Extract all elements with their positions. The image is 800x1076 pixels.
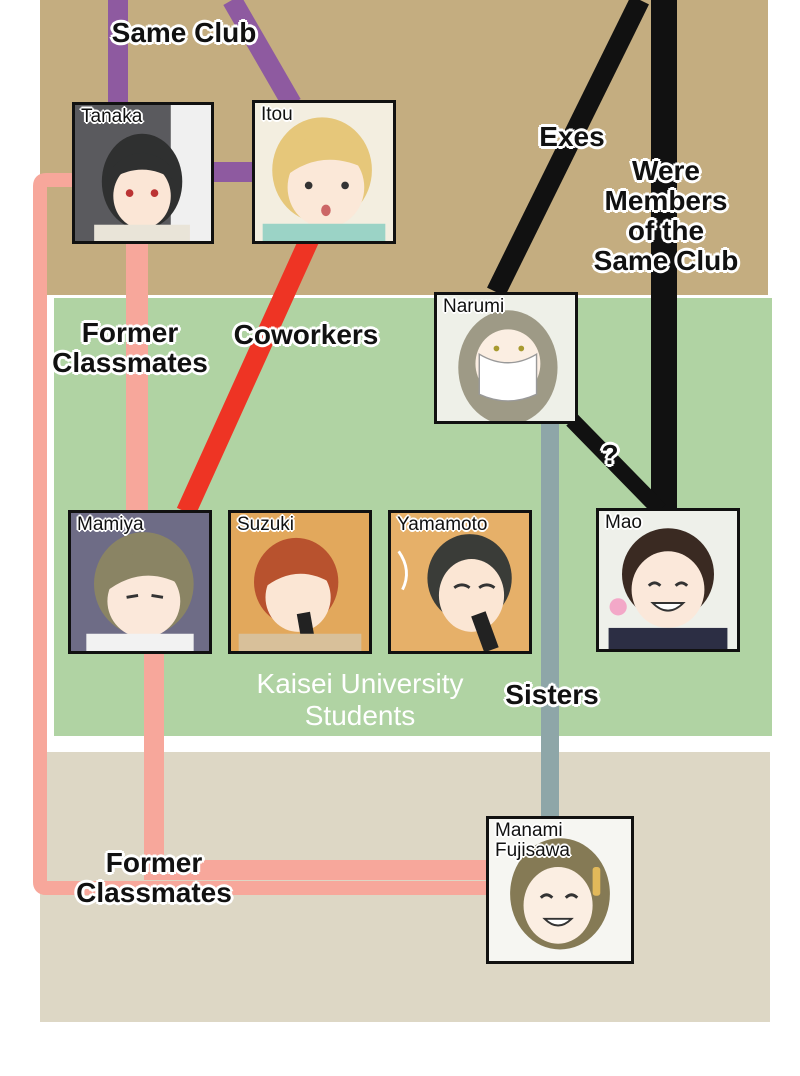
node-suzuki[interactable]: Suzuki [228, 510, 372, 654]
exes-line [487, 0, 649, 297]
label-exes: Exes [539, 121, 605, 152]
suzuki-portrait [231, 513, 369, 651]
node-itou[interactable]: Itou [252, 100, 396, 244]
node-label: Yamamoto [397, 514, 488, 535]
same-club-line-itou [223, 0, 301, 109]
label-unknown: ? [601, 439, 619, 470]
node-label: Mamiya [77, 514, 144, 535]
classmates-line-tanaka-manami [33, 173, 490, 895]
label-sisters: Sisters [505, 679, 599, 710]
itou-portrait [255, 103, 393, 241]
classmates-line-mamiya-manami [144, 652, 490, 880]
node-label: Suzuki [237, 514, 295, 535]
node-yamamoto[interactable]: Yamamoto [388, 510, 532, 654]
node-tanaka[interactable]: Tanaka [72, 102, 214, 244]
label-same-club: Same Club [111, 17, 257, 48]
node-mamiya[interactable]: Mamiya [68, 510, 212, 654]
label-coworkers: Coworkers [233, 319, 379, 350]
label-former-classmates-bottom: Former Classmates [76, 847, 232, 908]
yamamoto-portrait [391, 513, 529, 651]
narumi-portrait [437, 295, 575, 421]
node-label: Mao [605, 512, 642, 533]
label-were-members: Were Members of the Same Club [593, 155, 739, 276]
coworkers-line [176, 233, 320, 517]
node-manami-fujisawa[interactable]: Manami Fujisawa [486, 816, 634, 964]
mamiya-portrait [71, 513, 209, 651]
manami-portrait [489, 819, 631, 961]
mao-portrait [599, 511, 737, 649]
tanaka-portrait [75, 105, 211, 241]
node-mao[interactable]: Mao [596, 508, 740, 652]
node-label: Narumi [443, 296, 505, 317]
node-narumi[interactable]: Narumi [434, 292, 578, 424]
unknown-line [566, 414, 666, 516]
node-label: Manami Fujisawa [495, 820, 570, 861]
node-label: Tanaka [81, 106, 143, 127]
label-former-classmates-top: Former Classmates [52, 317, 208, 378]
group-label-kaisei: Kaisei University Students [256, 668, 464, 731]
node-label: Itou [261, 104, 293, 125]
